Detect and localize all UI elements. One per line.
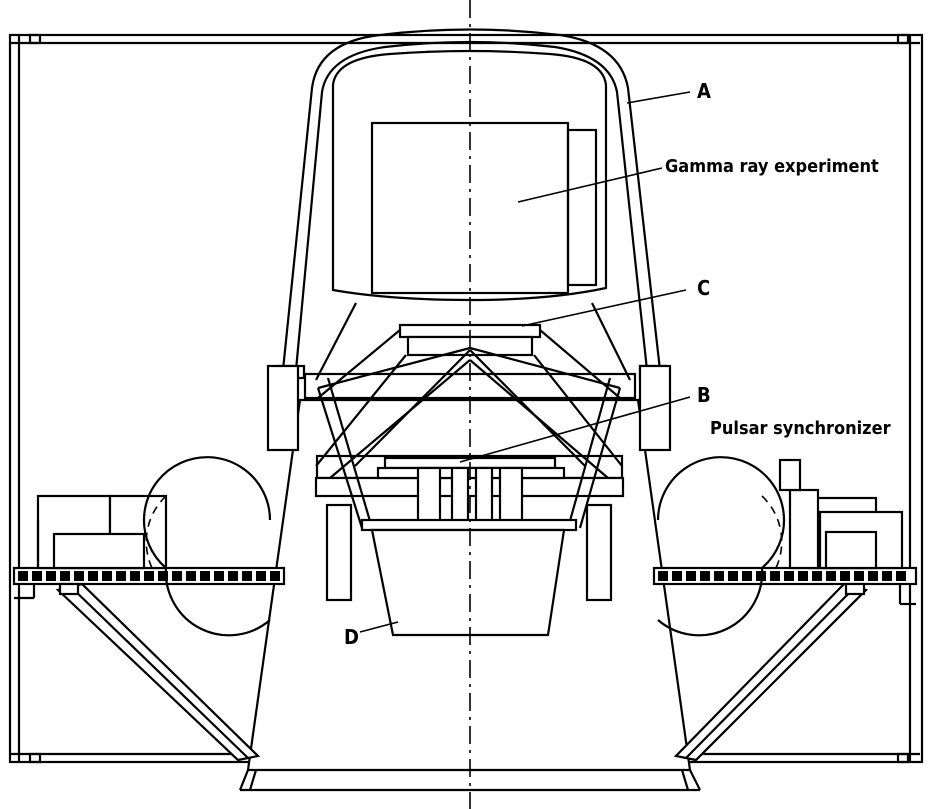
deck-beams: [12, 566, 918, 606]
deck-perforation: [172, 571, 182, 581]
deck-perforation: [742, 571, 752, 581]
diagonal-struts: [315, 302, 631, 529]
deck-perforation: [728, 571, 738, 581]
deck-perforation: [658, 571, 668, 581]
side-mounting-blocks: [266, 364, 672, 602]
deck-perforation: [46, 571, 56, 581]
deck-perforation: [770, 571, 780, 581]
left-equipment: [36, 494, 168, 570]
deck-perforation: [840, 571, 850, 581]
deck-perforation: [214, 571, 224, 581]
deck-perforation: [868, 571, 878, 581]
deck-perforation: [88, 571, 98, 581]
deck-perforation: [826, 571, 836, 581]
deck-perforation: [242, 571, 252, 581]
deck-perforation: [18, 571, 28, 581]
deck-perforation: [32, 571, 42, 581]
deck-perforation: [854, 571, 864, 581]
label-d: D: [344, 625, 359, 649]
label-pulsar-synchronizer: Pulsar synchronizer: [710, 418, 891, 439]
deck-perforation: [116, 571, 126, 581]
deck-perforation: [186, 571, 196, 581]
experiment-housing-a: [276, 28, 668, 380]
deck-perforation: [228, 571, 238, 581]
deck-perforation: [672, 571, 682, 581]
deck-perforation: [74, 571, 84, 581]
deck-perforation: [812, 571, 822, 581]
deck-perforations-left: [18, 571, 280, 581]
wing-struts: [55, 582, 869, 762]
deck-perforation: [784, 571, 794, 581]
deck-perforation: [686, 571, 696, 581]
label-b: B: [697, 383, 711, 407]
deck-perforation: [714, 571, 724, 581]
deck-perforation: [270, 571, 280, 581]
leader-lines: [359, 91, 691, 633]
deck-perforation: [896, 571, 906, 581]
deck-perforation: [60, 571, 70, 581]
deck-perforation: [256, 571, 266, 581]
label-gamma-ray-experiment: Gamma ray experiment: [665, 156, 879, 177]
deck-perforation: [200, 571, 210, 581]
deck-perforation: [882, 571, 892, 581]
tanks: [142, 456, 786, 637]
deck-perforation: [130, 571, 140, 581]
deck-perforation: [158, 571, 168, 581]
right-equipment: [778, 458, 904, 570]
label-c: C: [697, 276, 710, 300]
box-d: [360, 518, 578, 637]
deck-perforation: [144, 571, 154, 581]
deck-perforation: [102, 571, 112, 581]
deck-perforation: [798, 571, 808, 581]
deck-perforation: [700, 571, 710, 581]
label-a: A: [697, 79, 711, 103]
